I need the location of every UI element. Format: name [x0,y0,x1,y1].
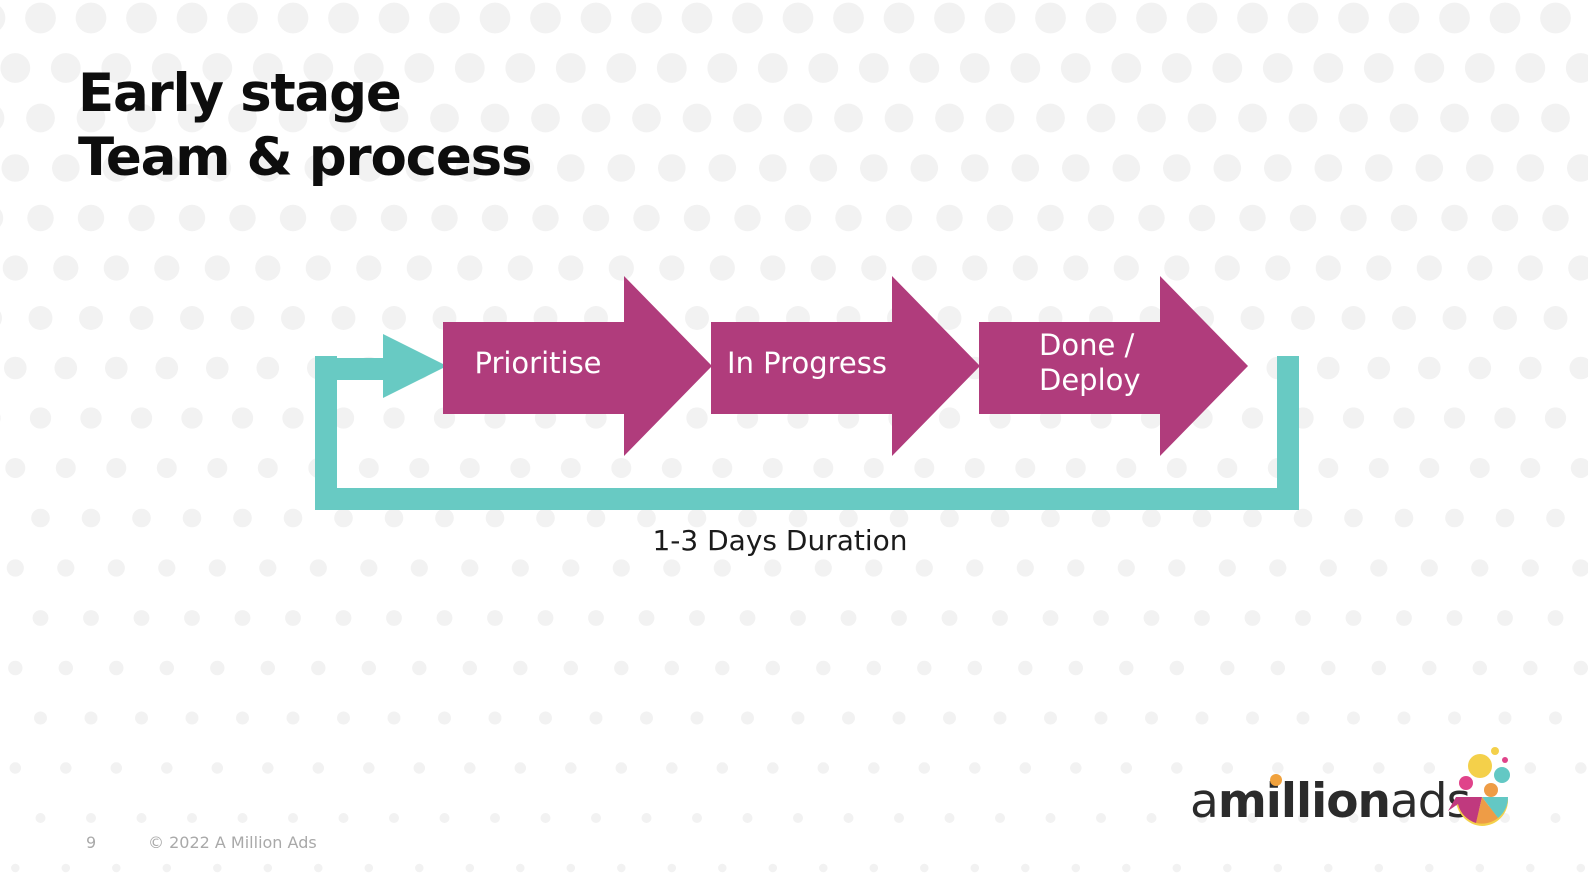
duration-caption-text: 1-3 Days Duration [652,524,908,557]
logo-word-million: million [1217,774,1391,829]
title-line-1: Early stage [78,63,402,124]
logo-word-a: a [1190,774,1219,829]
page-title: Early stage Team & process [78,62,533,190]
feedback-loop-arrowhead [315,334,447,398]
chevron-step-3[interactable] [979,276,1248,456]
slide-footer: 9 © 2022 A Million Ads [86,833,317,852]
chevron-step-1[interactable] [443,276,712,456]
amillionads-logo: amillionads [1190,742,1520,842]
logo-wordmark: amillionads [1190,774,1471,829]
logo-confetti-mark-icon [1448,747,1510,826]
title-line-2: Team & process [78,127,533,188]
chevron-step-2[interactable] [711,276,980,456]
duration-caption: 1-3 Days Duration [0,524,1588,557]
feedback-loop-arrow [315,356,1299,510]
logo-i-dot-icon [1270,774,1282,786]
copyright-notice: © 2022 A Million Ads [148,833,317,852]
page-number: 9 [86,833,97,852]
